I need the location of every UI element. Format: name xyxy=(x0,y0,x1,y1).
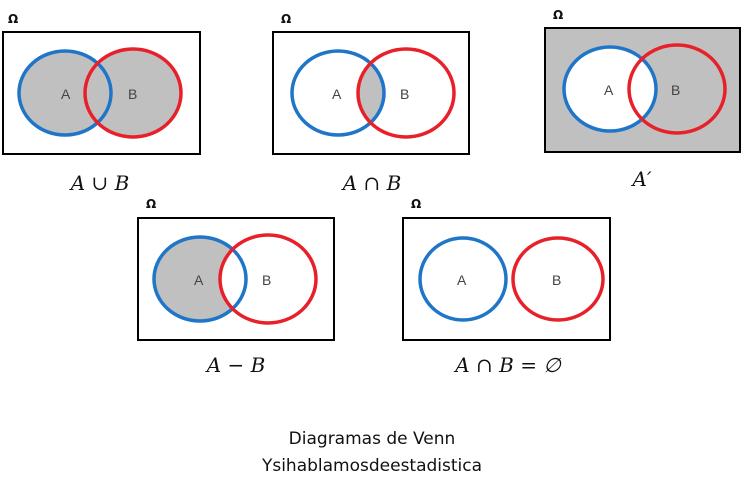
set-a-circle xyxy=(418,236,508,322)
set-a-circle xyxy=(562,45,658,133)
universe-symbol: Ω xyxy=(281,12,291,26)
caption-complement: A′ xyxy=(631,167,652,191)
caption-intersection: A ∩ B xyxy=(341,171,402,195)
set-b-circle xyxy=(356,47,456,139)
set-b-circle xyxy=(627,43,727,135)
set-a-label: A xyxy=(457,272,467,288)
set-b-circle xyxy=(83,47,183,139)
venn-disjoint: Ω A B A ∩ B = ∅ xyxy=(402,197,611,377)
caption-disjoint: A ∩ B = ∅ xyxy=(453,353,562,377)
set-b-label: B xyxy=(400,86,409,102)
set-a-label: A xyxy=(194,272,204,288)
universe-symbol: Ω xyxy=(553,8,563,22)
set-b-circle xyxy=(218,233,318,325)
set-b-label: B xyxy=(262,272,271,288)
set-b-label: B xyxy=(128,86,137,102)
venn-union: Ω A B A ∪ B xyxy=(2,12,201,195)
universe-symbol: Ω xyxy=(8,12,18,26)
venn-intersection: Ω A B A ∩ B xyxy=(272,12,470,195)
set-a-label: A xyxy=(604,82,614,98)
set-b-circle xyxy=(511,236,605,322)
universe-symbol: Ω xyxy=(411,197,421,211)
set-a-label: A xyxy=(332,86,342,102)
set-a-circle xyxy=(152,235,248,323)
set-a-fill xyxy=(19,51,111,135)
set-a-circle xyxy=(290,49,386,137)
universe-symbol: Ω xyxy=(146,197,156,211)
venn-complement: Ω A B A′ xyxy=(544,8,741,191)
set-b-label: B xyxy=(552,272,561,288)
set-a-label: A xyxy=(61,86,71,102)
set-b-label: B xyxy=(671,82,680,98)
set-a-circle xyxy=(17,49,113,137)
venn-difference: Ω A B A − B xyxy=(137,197,335,377)
caption-union: A ∪ B xyxy=(69,171,130,195)
set-a-fill xyxy=(154,237,246,321)
set-b-fill xyxy=(85,49,181,137)
caption-difference: A − B xyxy=(205,353,266,377)
footer-credit: Ysihablamosdeestadistica xyxy=(261,456,482,476)
footer-title: Diagramas de Venn xyxy=(289,429,456,449)
